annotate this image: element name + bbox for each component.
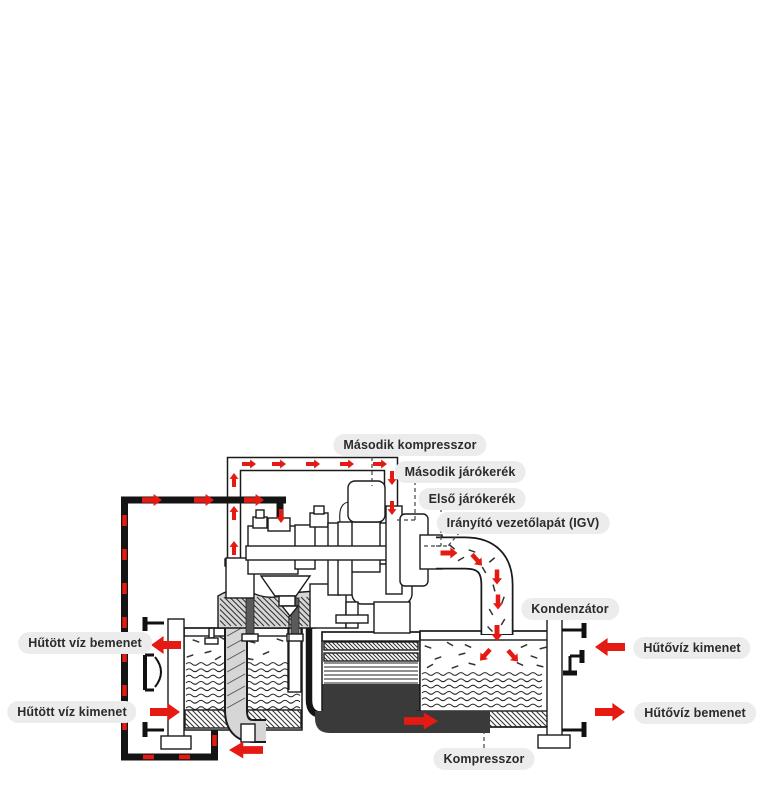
compressor-assembly xyxy=(217,480,443,690)
label-chilled-water-outlet: Hűtött víz kimenet xyxy=(7,701,137,723)
flow-turbulence-marks xyxy=(448,544,506,633)
label-chilled-water-inlet: Hűtött víz bemenet xyxy=(18,632,152,654)
pipe-stub-symbols xyxy=(142,617,587,737)
label-compressor: Kompresszor xyxy=(433,748,535,770)
label-second-impeller: Második járókerék xyxy=(394,461,526,483)
liquid-sump xyxy=(315,711,490,733)
label-second-compressor: Második kompresszor xyxy=(333,434,487,456)
label-cooling-water-inlet: Hűtővíz bemenet xyxy=(634,702,756,724)
label-leader-lines xyxy=(371,457,485,748)
discharge-elbow-pipe xyxy=(436,536,514,635)
label-igv: Irányító vezetőlapát (IGV) xyxy=(436,512,610,534)
flow-arrows xyxy=(142,459,625,759)
economizer-section xyxy=(321,631,421,713)
label-first-impeller: Első járókerék xyxy=(418,488,526,510)
label-cooling-water-outlet: Hűtővíz kimenet xyxy=(633,637,751,659)
label-condenser: Kondenzátor xyxy=(521,598,619,620)
